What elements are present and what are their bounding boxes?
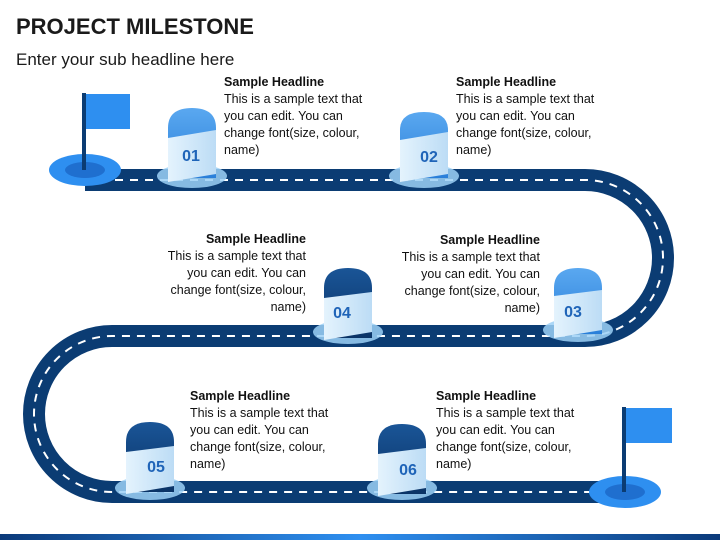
start-flag-icon [49,93,130,186]
milestone-number: 03 [564,304,582,321]
milestone-number: 04 [333,305,351,322]
milestone-body: This is a sample text that you can edit.… [436,406,575,471]
milestone-headline: Sample Headline [205,232,306,246]
milestone-headline: Sample Headline [439,233,540,247]
page-subtitle: Enter your sub headline here [16,50,235,69]
footer-accent-bar [0,534,720,540]
milestone-number: 05 [147,459,165,476]
finish-flag-icon [589,407,672,508]
milestone-text-01: Sample Headline This is a sample text th… [224,74,364,159]
milestone-marker-04: 04 [313,268,383,344]
milestone-body: This is a sample text that you can edit.… [456,92,595,157]
milestone-text-03: Sample Headline This is a sample text th… [400,232,540,317]
milestone-text-02: Sample Headline This is a sample text th… [456,74,596,159]
milestone-number: 01 [182,148,200,165]
milestone-body: This is a sample text that you can edit.… [167,249,306,314]
milestone-number: 06 [399,462,417,479]
milestone-marker-05: 05 [115,422,185,500]
milestone-body: This is a sample text that you can edit.… [190,406,329,471]
milestone-text-05: Sample Headline This is a sample text th… [190,388,330,473]
milestone-body: This is a sample text that you can edit.… [401,250,540,315]
milestone-headline: Sample Headline [190,389,291,403]
milestone-marker-02: 02 [389,112,459,188]
milestone-marker-03: 03 [543,268,613,342]
milestone-headline: Sample Headline [436,389,537,403]
milestone-body: This is a sample text that you can edit.… [224,92,363,157]
milestone-headline: Sample Headline [456,75,557,89]
milestone-marker-06: 06 [367,424,437,500]
milestone-number: 02 [420,149,438,166]
milestone-text-06: Sample Headline This is a sample text th… [436,388,576,473]
milestone-marker-01: 01 [157,108,227,188]
page-title: PROJECT MILESTONE [16,14,254,39]
milestone-headline: Sample Headline [224,75,325,89]
milestone-text-04: Sample Headline This is a sample text th… [166,231,306,316]
